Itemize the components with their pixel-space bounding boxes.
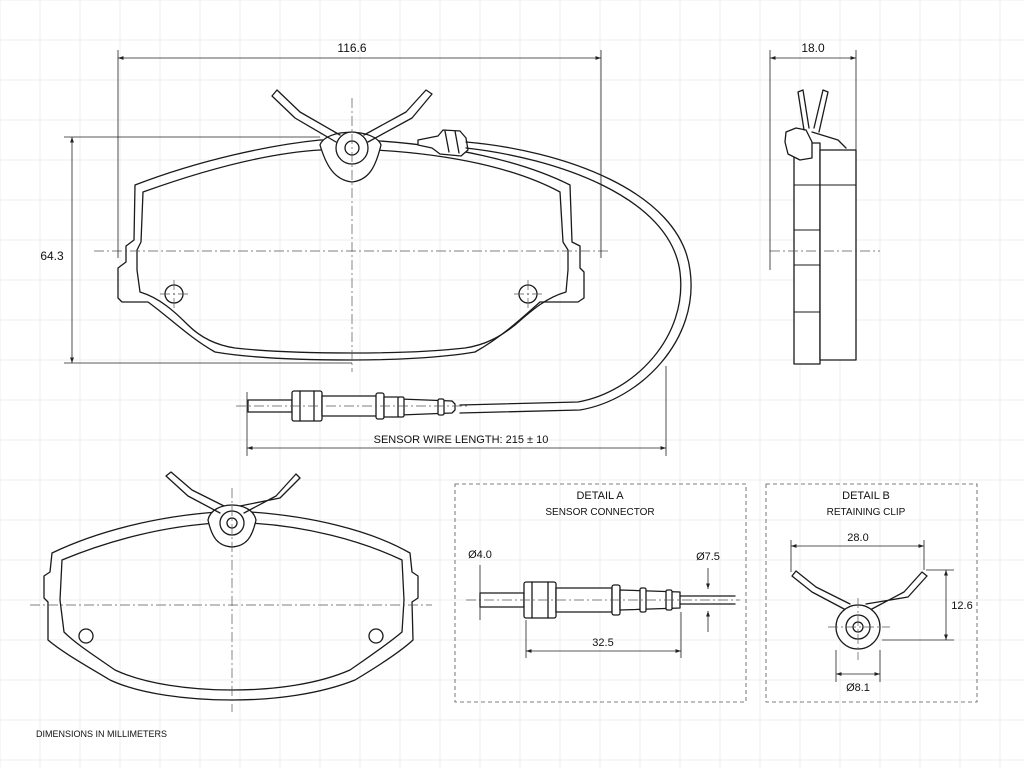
dimension-height: 64.3: [40, 136, 352, 364]
sensor-wire-length-label: SENSOR WIRE LENGTH: 215 ± 10: [374, 434, 549, 446]
detail-a-panel: DETAIL A SENSOR CONNECTOR Ø4.0 Ø7.5 32.5: [454, 483, 747, 703]
dim-width-label: 116.6: [337, 41, 366, 55]
brake-pad-rear-view: [30, 471, 432, 712]
detail-a-subtitle: SENSOR CONNECTOR: [545, 507, 654, 518]
dimension-sensor-wire: SENSOR WIRE LENGTH: 215 ± 10: [246, 366, 667, 456]
detail-b-height: 12.6: [951, 600, 972, 612]
detail-b-panel: DETAIL B RETAINING CLIP 28.0 12.6 Ø8.1: [765, 483, 978, 703]
detail-b-width: 28.0: [847, 532, 868, 544]
footer-note: DIMENSIONS IN MILLIMETERS: [36, 729, 167, 739]
detail-b-subtitle: RETAINING CLIP: [827, 507, 906, 518]
brake-pad-front-view: [94, 89, 692, 422]
detail-a-dia-right: Ø7.5: [696, 551, 720, 563]
dimension-width: 116.6: [117, 41, 602, 258]
detail-b-title: DETAIL B: [842, 490, 890, 502]
detail-a-title: DETAIL A: [576, 490, 624, 502]
detail-b-dia: Ø8.1: [846, 682, 870, 694]
detail-a-length: 32.5: [592, 637, 613, 649]
brake-pad-side-view: 18.0: [769, 41, 880, 365]
detail-a-dia-left: Ø4.0: [468, 549, 492, 561]
dim-height-label: 64.3: [40, 249, 64, 263]
dim-thickness-label: 18.0: [801, 41, 825, 55]
